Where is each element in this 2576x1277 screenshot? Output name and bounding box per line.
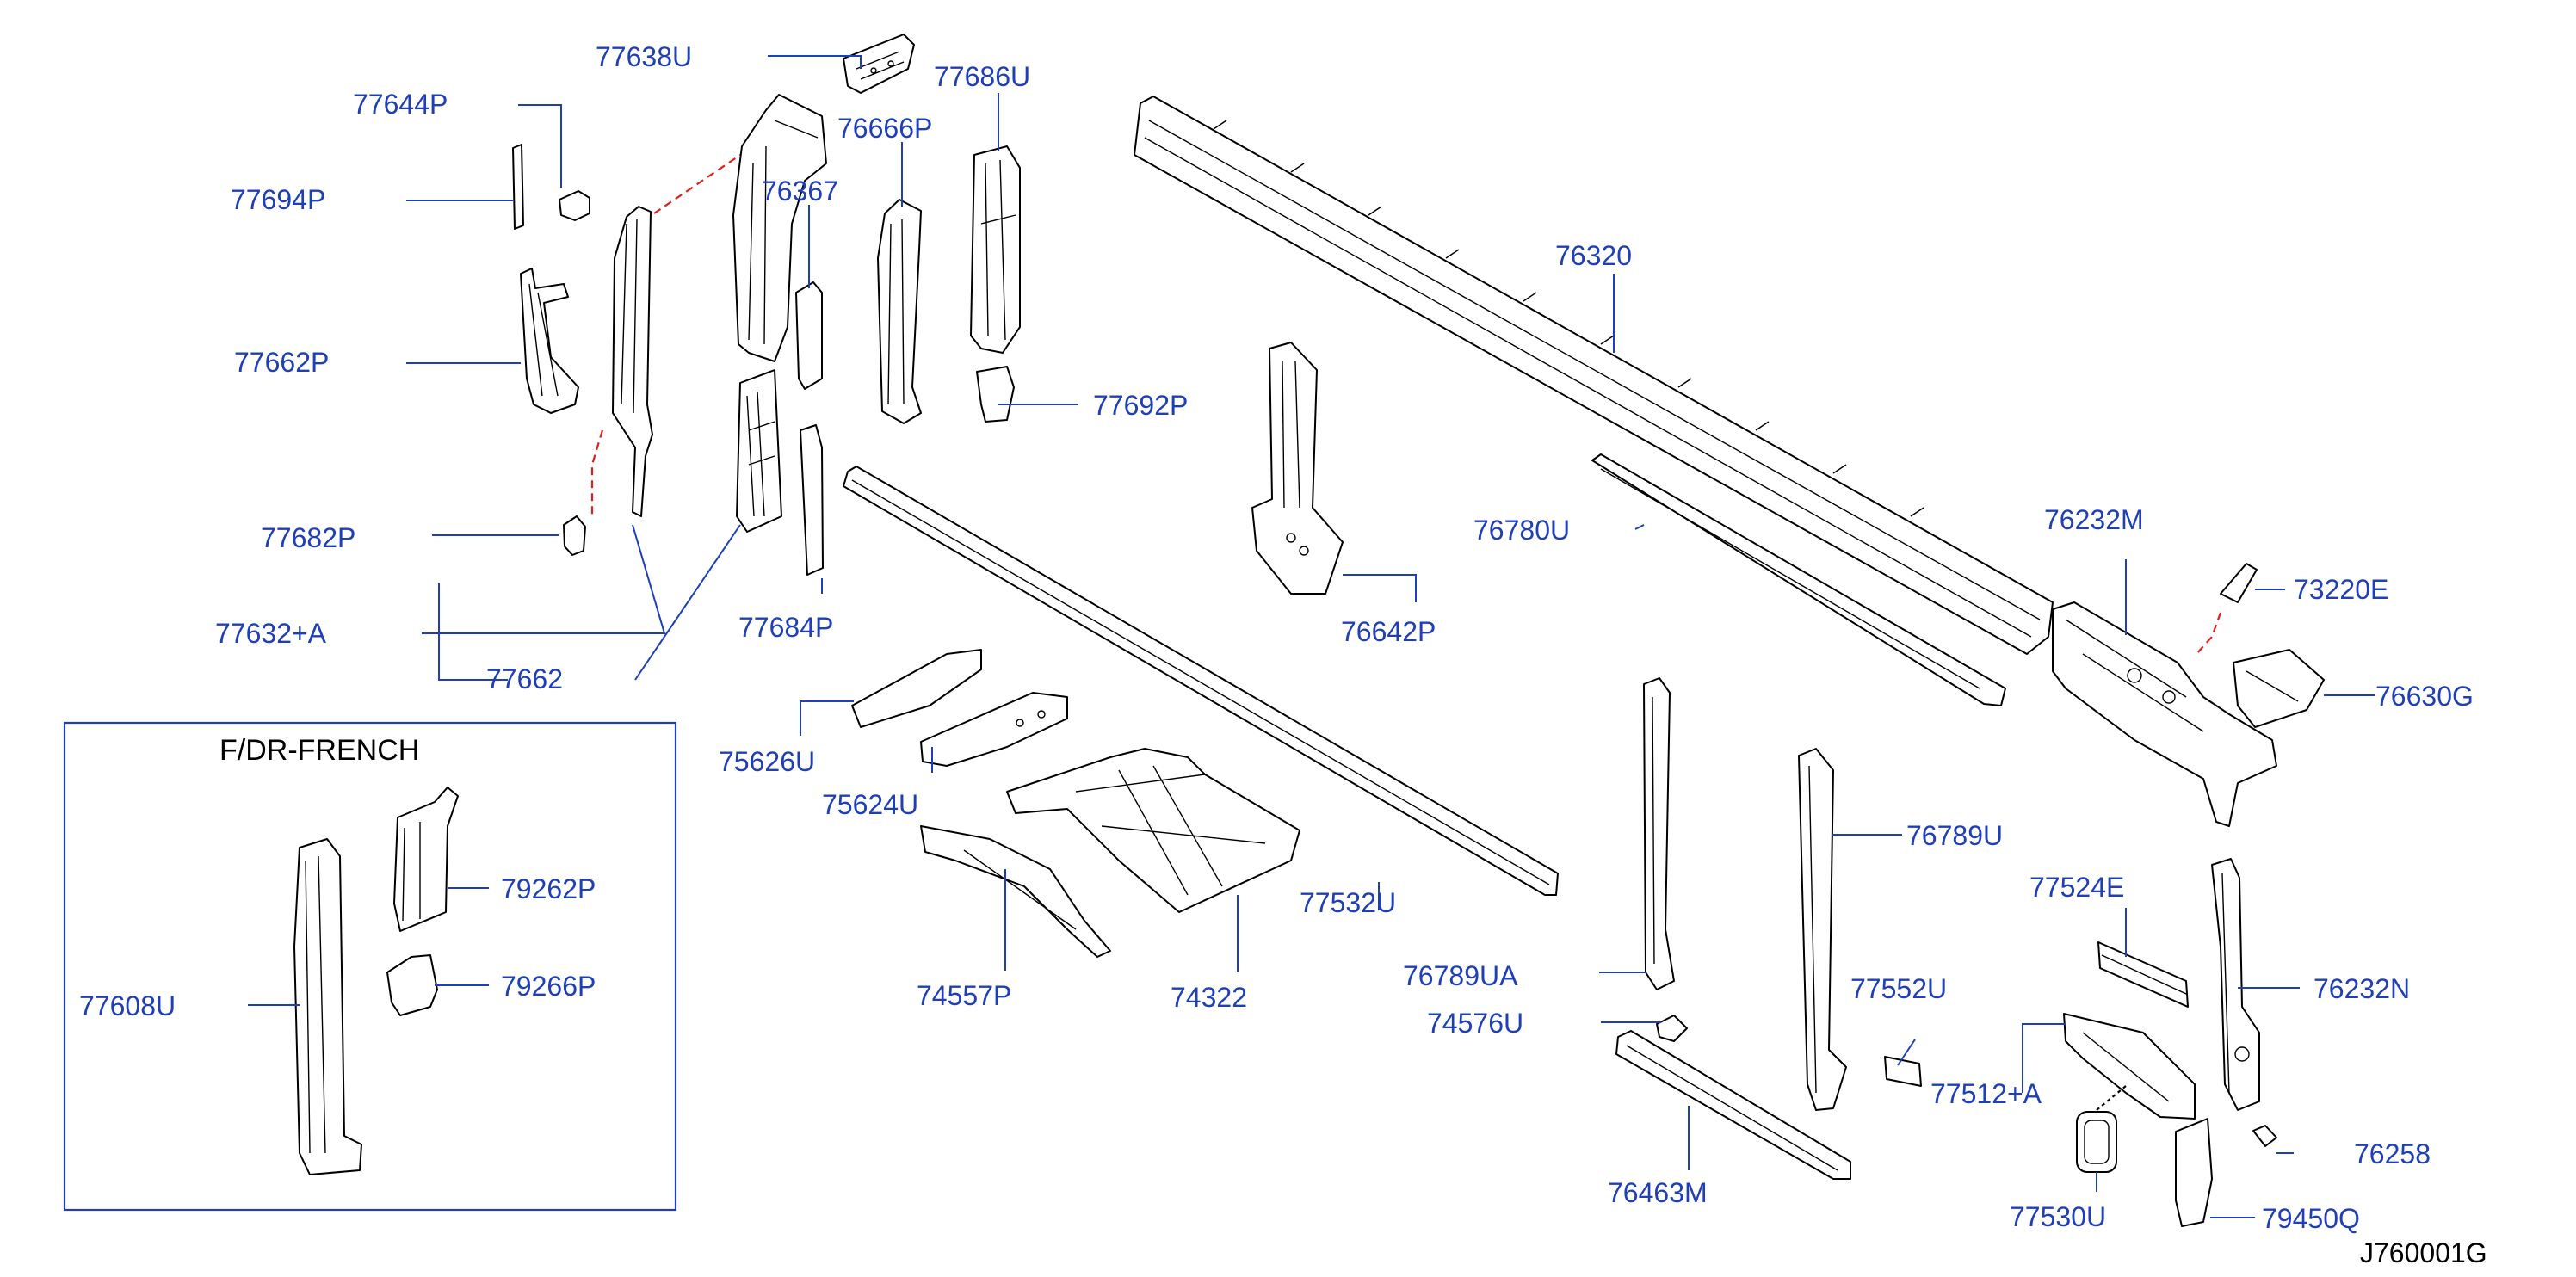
- label-76789UA: 76789UA: [1403, 960, 1518, 991]
- label-76630G: 76630G: [2375, 681, 2474, 712]
- part-76789UA: [1643, 677, 1675, 990]
- part-77530U: [2076, 1111, 2117, 1173]
- part-77684P: [800, 424, 824, 576]
- label-77644P: 77644P: [353, 89, 448, 120]
- label-77632A: 77632+A: [215, 618, 327, 649]
- label-74557P: 74557P: [917, 980, 1011, 1011]
- label-77530U: 77530U: [2010, 1201, 2106, 1232]
- part-75626U: [851, 649, 982, 728]
- label-77692P: 77692P: [1093, 390, 1188, 421]
- part-74557P: [920, 825, 1111, 958]
- guide-line: [590, 429, 604, 516]
- part-77632A: [612, 206, 653, 517]
- diagram-code: J760001G: [2360, 1237, 2487, 1268]
- label-76642P: 76642P: [1341, 616, 1436, 647]
- part-76780U: [1591, 453, 2006, 706]
- label-77638U: 77638U: [596, 41, 692, 72]
- part-76666P: [877, 199, 922, 424]
- part-76463M: [1615, 1030, 1851, 1180]
- guide-line: [653, 147, 751, 214]
- part-77686U: [970, 145, 1021, 354]
- label-76232M: 76232M: [2044, 504, 2144, 535]
- part-79266P: [386, 954, 438, 1016]
- part-74576U: [1656, 1015, 1688, 1042]
- part-76258: [2252, 1125, 2277, 1147]
- label-77684P: 77684P: [738, 612, 833, 643]
- label-76666P: 76666P: [837, 113, 932, 144]
- part-77638U: [843, 34, 915, 94]
- part-76232N: [2211, 858, 2260, 1111]
- label-77512A: 77512+A: [1930, 1078, 2042, 1109]
- part-77682P: [563, 515, 586, 556]
- part-73220E: [2220, 563, 2258, 603]
- label-76367: 76367: [762, 176, 838, 207]
- label-77524E: 77524E: [2029, 872, 2124, 903]
- part-79262P: [393, 787, 459, 932]
- part-77662P: [520, 268, 579, 414]
- part-77694P: [512, 144, 524, 230]
- label-73220E: 73220E: [2294, 574, 2388, 605]
- inset-title: F/DR-FRENCH: [219, 734, 419, 767]
- part-77644P: [559, 190, 590, 221]
- part-77662: [736, 369, 782, 533]
- label-76789U: 76789U: [1906, 820, 2003, 851]
- part-76320: [1134, 96, 2054, 655]
- part-74322: [1006, 748, 1300, 913]
- part-drawings: [293, 34, 2325, 1227]
- part-77632-pillar: [732, 94, 827, 362]
- part-76642P: [1251, 342, 1344, 595]
- label-75626U: 75626U: [719, 746, 815, 777]
- label-76463M: 76463M: [1608, 1177, 1708, 1208]
- part-79450Q: [2175, 1118, 2213, 1227]
- label-76232N: 76232N: [2313, 973, 2410, 1004]
- part-77512A: [2063, 1013, 2196, 1120]
- label-77694P: 77694P: [231, 184, 325, 215]
- part-76789U: [1798, 748, 1847, 1111]
- part-75624U: [920, 692, 1068, 767]
- label-74322: 74322: [1171, 982, 1247, 1013]
- part-77692P: [976, 366, 1015, 423]
- label-75624U: 75624U: [822, 789, 918, 820]
- label-79266P: 79266P: [501, 971, 596, 1002]
- part-labels: 77638U 77644P 77686U 76666P 77694P 76367…: [79, 41, 2474, 1234]
- part-77552U: [1884, 1056, 1922, 1087]
- part-77524E: [2097, 941, 2189, 1008]
- label-77662P: 77662P: [234, 347, 329, 378]
- label-77686U: 77686U: [934, 61, 1030, 92]
- part-76630G: [2233, 649, 2325, 728]
- label-77682P: 77682P: [261, 522, 355, 553]
- label-79262P: 79262P: [501, 873, 596, 904]
- guide-line: [2196, 612, 2222, 655]
- part-76232M: [2052, 601, 2277, 827]
- label-79450Q: 79450Q: [2262, 1203, 2360, 1234]
- inset-box: [63, 721, 677, 1212]
- label-76320: 76320: [1555, 240, 1632, 271]
- label-77552U: 77552U: [1850, 973, 1947, 1004]
- label-77608U: 77608U: [79, 990, 176, 1021]
- label-76780U: 76780U: [1473, 515, 1570, 546]
- label-77532U: 77532U: [1300, 887, 1396, 918]
- label-76258: 76258: [2354, 1138, 2431, 1169]
- part-77532U: [843, 466, 1559, 896]
- part-76367: [795, 281, 823, 390]
- part-77608U: [293, 838, 362, 1175]
- label-74576U: 74576U: [1427, 1008, 1523, 1039]
- leader-lines: [248, 55, 2375, 1218]
- label-77662: 77662: [486, 663, 563, 694]
